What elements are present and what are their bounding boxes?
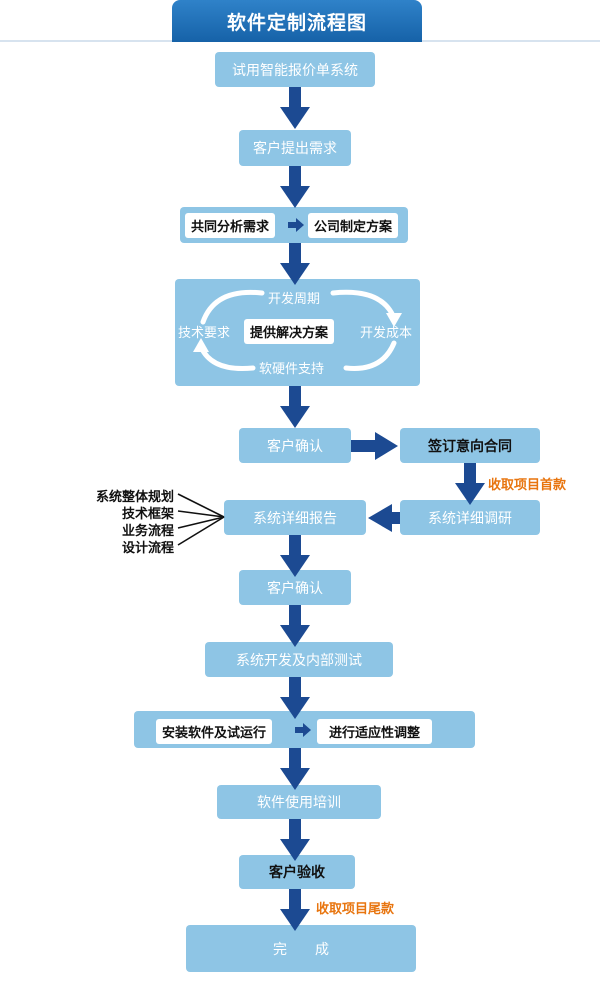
cycle-label-hw-sw-support: 软硬件支持: [259, 362, 325, 377]
cycle-arc-top-left: [200, 289, 265, 325]
adaptive-adjust-pill: 进行适应性调整: [317, 719, 433, 744]
cycle-center-solution: 提供解决方案: [244, 319, 335, 344]
first-payment-note: 收取项目首款: [488, 478, 567, 493]
arrow-down-3: [280, 243, 310, 285]
arrow-down-8: [280, 748, 310, 790]
final-payment-note: 收取项目尾款: [316, 902, 395, 917]
step-usage-training: 软件使用培训: [217, 785, 381, 819]
install-trial-pill: 安装软件及试运行: [156, 719, 273, 744]
arrow-down-2: [280, 166, 310, 208]
cycle-arc-bottom-right: [343, 340, 397, 371]
step-customer-acceptance: 客户验收: [239, 855, 355, 889]
cycle-arrowhead-left: [193, 338, 209, 352]
arrow-down-4: [280, 386, 310, 428]
arrow-down-1: [280, 87, 310, 129]
step-customer-confirm-1: 客户确认: [239, 428, 351, 463]
step-complete: 完 成: [186, 925, 416, 972]
step-label: 试用智能报价单系统: [232, 62, 358, 79]
step-label: 完 成: [273, 941, 329, 958]
arrow-right-confirm-intent: [351, 432, 398, 460]
arrow-down-9: [280, 819, 310, 861]
page-title: 软件定制流程图: [172, 0, 422, 42]
step-dev-and-test: 系统开发及内部测试: [205, 642, 393, 677]
arrow-left-research-report: [368, 504, 400, 532]
arrow-down-7: [280, 677, 310, 719]
step-intent-contract: 签订意向合同: [400, 428, 540, 463]
arrow-down-10: [280, 889, 310, 931]
step-detailed-report: 系统详细报告: [224, 500, 366, 535]
report-item-tech-framework: 技术框架: [121, 507, 174, 522]
step-label: 系统开发及内部测试: [236, 652, 362, 669]
report-item-overall-plan: 系统整体规划: [95, 490, 174, 505]
report-item-business-flow: 业务流程: [121, 524, 174, 539]
cycle-arc-bottom-left: [198, 344, 256, 372]
cycle-label-tech-req: 技术要求: [178, 326, 231, 341]
step-label: 客户确认: [267, 580, 323, 597]
cycle-arc-top-right: [330, 289, 397, 321]
step-label: 系统详细调研: [428, 510, 512, 527]
report-item-design-flow: 设计流程: [121, 541, 174, 556]
step-install-and-adjust: 安装软件及试运行 进行适应性调整: [134, 711, 475, 748]
joint-analysis-pill: 共同分析需求: [185, 212, 276, 238]
arrow-down-5: [280, 535, 310, 577]
company-plan-pill: 公司制定方案: [308, 212, 399, 238]
report-fan-lines: [177, 493, 225, 546]
inline-arrow-adjust: [295, 723, 311, 737]
inline-arrow-analysis: [288, 218, 304, 232]
step-label: 系统详细报告: [253, 510, 337, 527]
arrow-down-payment: [455, 463, 485, 505]
step-trial-quote-system: 试用智能报价单系统: [215, 52, 375, 87]
step-detailed-research: 系统详细调研: [400, 500, 540, 535]
step-label: 客户验收: [269, 865, 325, 881]
step-label: 客户提出需求: [253, 141, 337, 157]
step-label: 软件使用培训: [257, 795, 341, 811]
cycle-arrowhead-right: [386, 313, 402, 327]
step-label: 客户确认: [267, 438, 323, 455]
step-label: 签订意向合同: [428, 438, 512, 455]
arrow-down-6: [280, 605, 310, 647]
cycle-label-dev-period: 开发周期: [268, 292, 321, 307]
step-analysis-and-plan: 共同分析需求 公司制定方案: [180, 207, 408, 243]
cycle-label-dev-cost: 开发成本: [360, 326, 413, 341]
step-customer-requirements: 客户提出需求: [239, 130, 351, 166]
